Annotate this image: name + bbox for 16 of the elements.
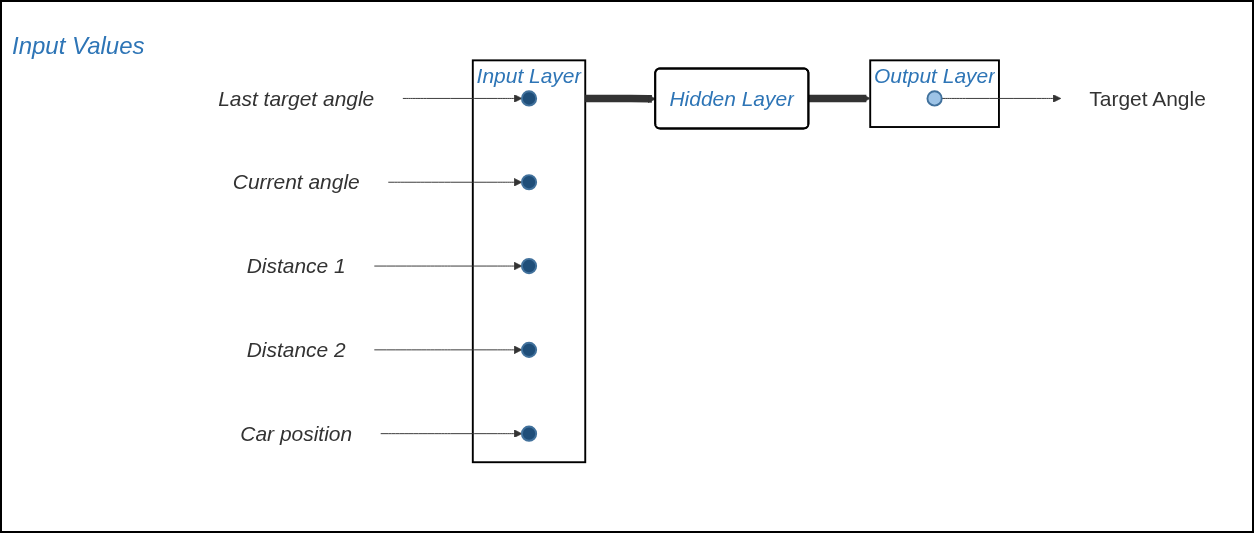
node-text: Current angle — [232, 170, 360, 195]
node-circle — [520, 341, 538, 358]
cluster: Output Layer — [869, 59, 1000, 128]
node-text: Last target angle — [218, 86, 375, 111]
node-text: Distance 2 — [246, 337, 346, 362]
node-circle — [520, 425, 538, 442]
arrow — [808, 94, 871, 103]
cluster: Input Layer — [471, 59, 587, 464]
heading-text: Input Values — [12, 32, 146, 60]
node-circle — [926, 90, 943, 107]
node-circle — [520, 174, 538, 191]
node-circle — [520, 90, 538, 107]
node-text: Distance 1 — [246, 254, 346, 278]
node-circle — [520, 257, 538, 275]
node-text: Target Angle — [1089, 86, 1206, 111]
node-text: Car position — [240, 421, 353, 446]
